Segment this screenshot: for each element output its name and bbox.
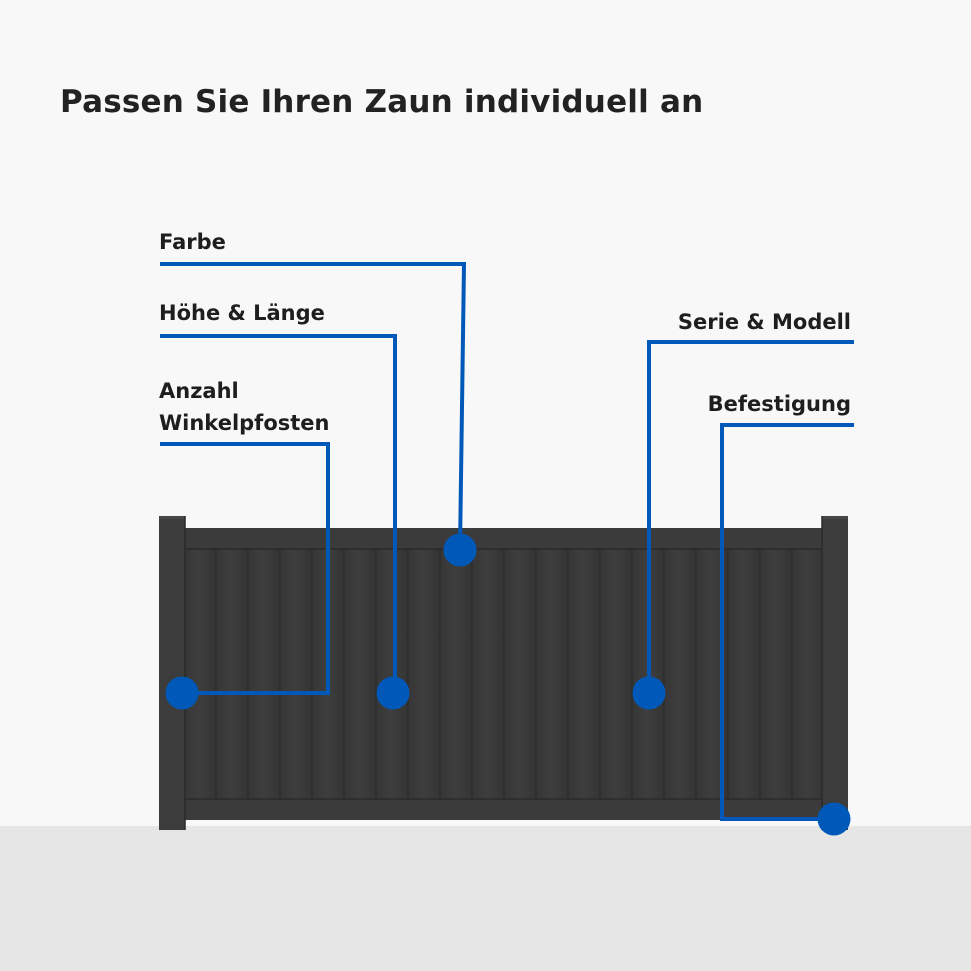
fence-board (472, 549, 504, 799)
label-anzahl-winkelpfosten-line1: Anzahl (159, 379, 239, 403)
fence-boards (183, 549, 824, 799)
callout-lines (160, 262, 854, 821)
label-serie-modell: Serie & Modell (677, 310, 851, 334)
fence-board (216, 549, 248, 799)
fence (159, 516, 848, 830)
marker-hoehe-laenge[interactable] (376, 676, 410, 710)
callout-line-winkelpfosten (160, 442, 330, 695)
page-title: Passen Sie Ihren Zaun individuell an (60, 84, 704, 120)
fence-board (568, 549, 600, 799)
label-hoehe-laenge: Höhe & Länge (159, 301, 325, 325)
fence-bottom-rail (184, 799, 824, 820)
label-anzahl-winkelpfosten-line2: Winkelpfosten (159, 411, 330, 435)
fence-board (248, 549, 280, 799)
marker-farbe[interactable] (443, 533, 477, 567)
label-anzahl-winkelpfosten: Anzahl Winkelpfosten (159, 375, 329, 439)
marker-befestigung[interactable] (817, 802, 851, 836)
fence-board (376, 549, 408, 799)
callout-line-hoehe-laenge (160, 334, 397, 693)
fence-board (792, 549, 824, 799)
fence-board (344, 549, 376, 799)
callout-line-befestigung (720, 423, 854, 821)
fence-board (536, 549, 568, 799)
fence-top-rail (184, 528, 824, 549)
fence-board (408, 549, 440, 799)
fence-board (440, 549, 472, 799)
label-befestigung: Befestigung (707, 392, 851, 416)
ground-area (0, 826, 971, 971)
fence-board (664, 549, 696, 799)
fence-board (600, 549, 632, 799)
callout-line-farbe (160, 262, 467, 551)
fence-board (280, 549, 312, 799)
fence-board (504, 549, 536, 799)
fence-post-left (159, 516, 185, 830)
callout-markers (165, 533, 851, 836)
marker-winkelpfosten[interactable] (165, 676, 199, 710)
fence-post-right (822, 516, 848, 830)
label-farbe: Farbe (159, 230, 226, 254)
fence-board (728, 549, 760, 799)
marker-serie-modell[interactable] (632, 676, 666, 710)
fence-board (184, 549, 216, 799)
callout-line-serie-modell (647, 340, 854, 693)
fence-board (760, 549, 792, 799)
